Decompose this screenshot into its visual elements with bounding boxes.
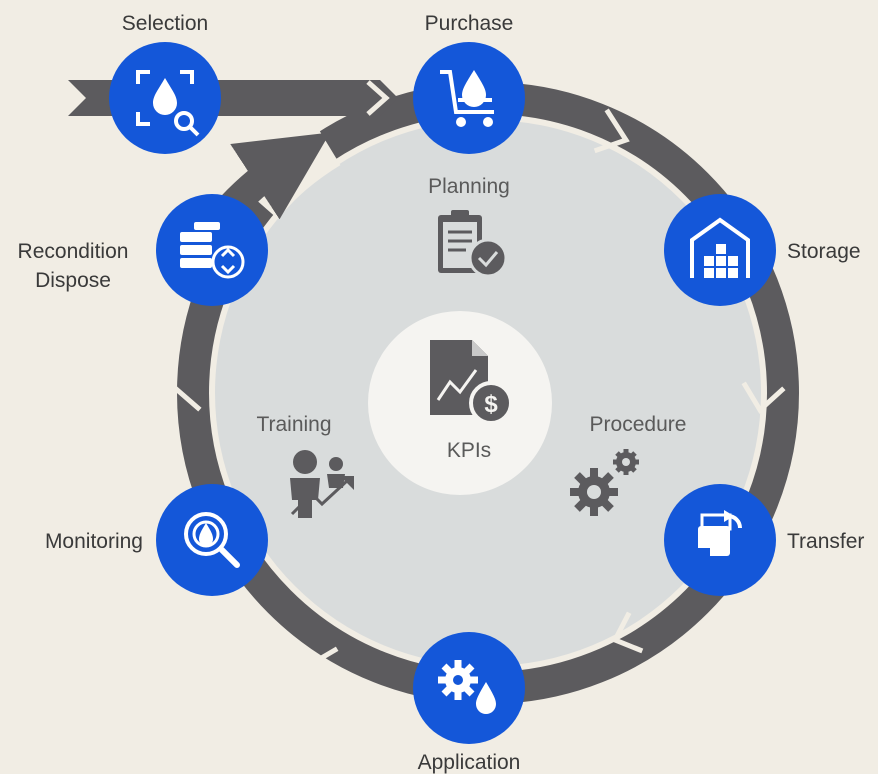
- svg-text:$: $: [484, 391, 498, 418]
- stage-label-storage: Storage: [787, 240, 861, 263]
- inner-label-training: Training: [256, 413, 331, 436]
- stage-storage[interactable]: [664, 194, 776, 306]
- gears-icon: [570, 449, 639, 516]
- trainer-growth-icon: [290, 450, 354, 518]
- stage-label-recondition: Recondition: [18, 240, 129, 263]
- barrels-recycle-icon: [180, 222, 245, 279]
- stage-label-purchase: Purchase: [425, 12, 514, 35]
- inner-label-procedure: Procedure: [590, 413, 687, 436]
- ring-chevrons: [146, 108, 786, 684]
- warehouse-icon: [690, 217, 750, 278]
- cart-droplet-icon: [440, 70, 494, 127]
- stage-recondition-dispose[interactable]: [156, 194, 268, 306]
- droplet-search-icon: [136, 70, 200, 137]
- inner-label-planning: Planning: [428, 175, 510, 198]
- stage-label-application: Application: [418, 751, 521, 774]
- stage-label-selection: Selection: [122, 12, 208, 35]
- stage-label-transfer: Transfer: [787, 530, 864, 553]
- transfer-container-icon: [698, 510, 742, 556]
- document-chart-dollar-icon: $: [430, 340, 513, 425]
- center-label: KPIs: [447, 439, 491, 462]
- entry-chevron: [366, 80, 390, 116]
- stage-transfer[interactable]: [664, 484, 776, 596]
- stage-application[interactable]: [413, 632, 525, 744]
- stage-label-dispose: Dispose: [35, 269, 111, 292]
- stage-label-monitoring: Monitoring: [45, 530, 143, 553]
- droplet-magnifier-icon: [184, 512, 240, 568]
- clipboard-check-icon: [438, 210, 508, 278]
- gear-droplet-icon: [438, 660, 496, 714]
- stage-monitoring[interactable]: [156, 484, 268, 596]
- stage-selection[interactable]: [109, 42, 221, 154]
- stage-purchase[interactable]: [413, 42, 525, 154]
